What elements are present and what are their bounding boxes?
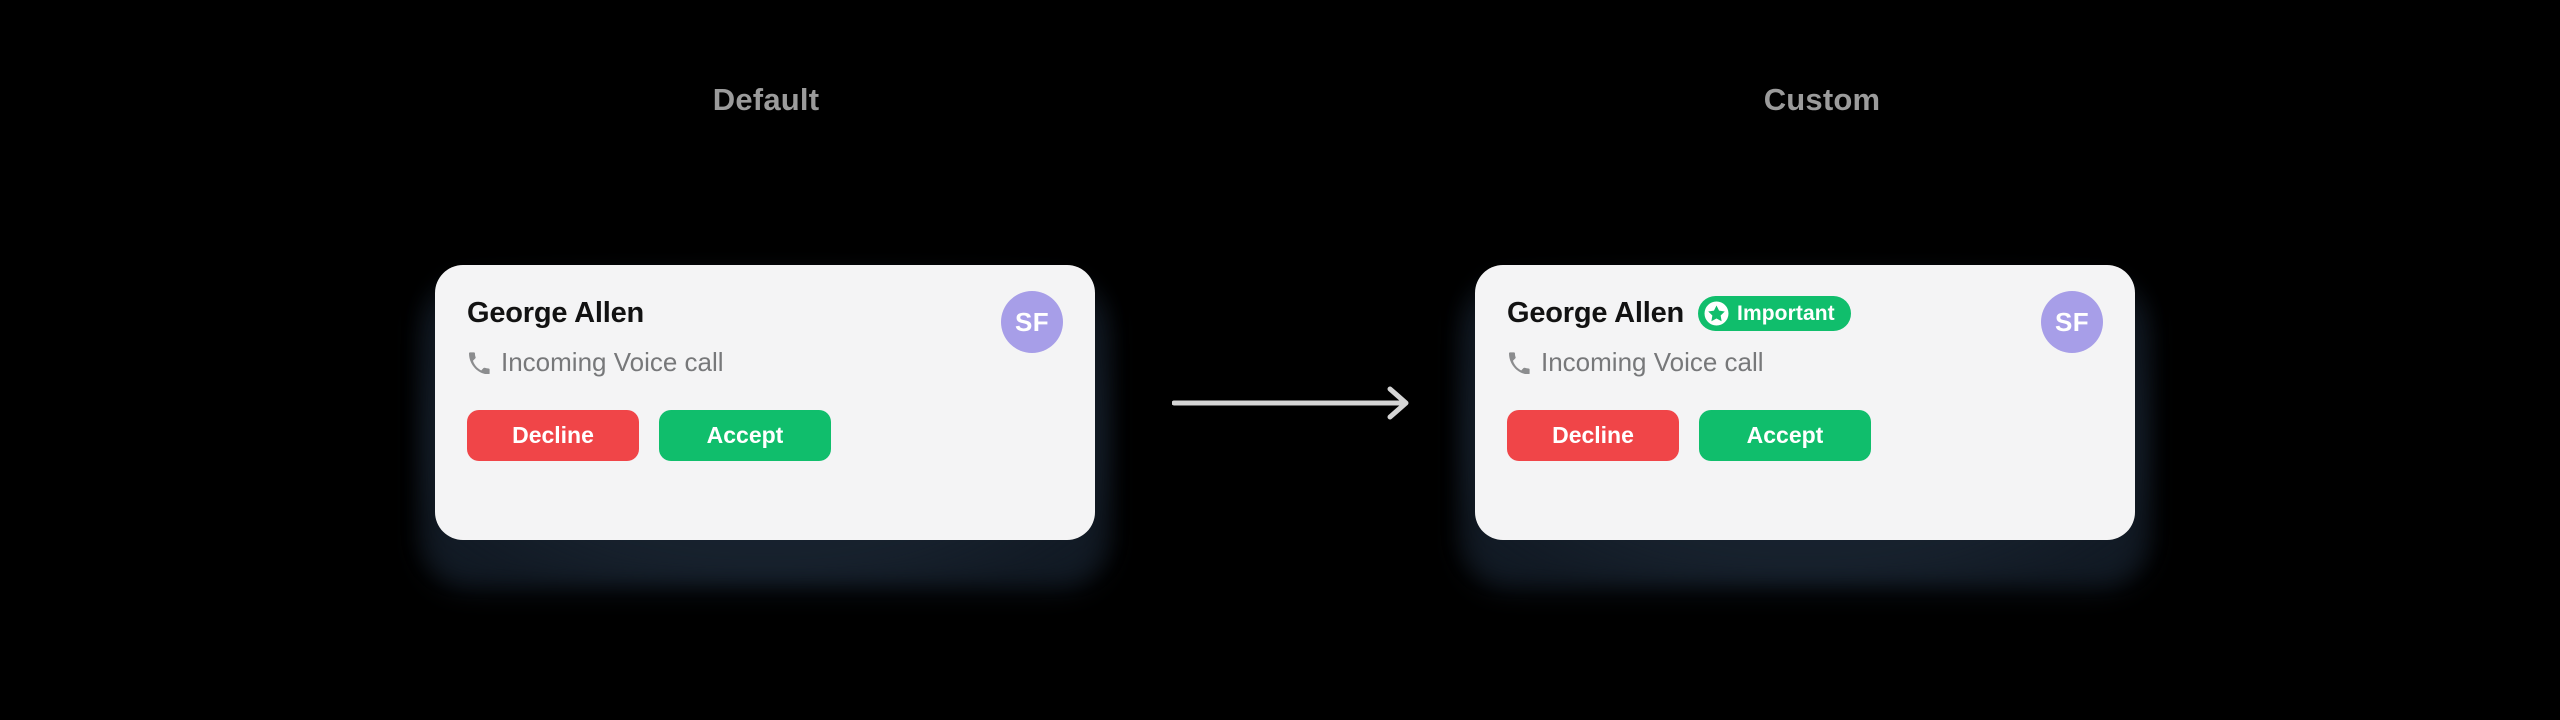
- avatar: SF: [2041, 291, 2103, 353]
- call-status-row: Incoming Voice call: [467, 346, 1063, 378]
- caller-name: George Allen: [1507, 296, 1685, 329]
- custom-card-wrapper: George Allen Important Incoming Voice ca…: [1461, 265, 2149, 587]
- accept-button[interactable]: Accept: [659, 410, 831, 461]
- avatar: SF: [1001, 291, 1063, 353]
- caller-name-row: George Allen Important: [1507, 293, 2103, 333]
- status-badge[interactable]: Important: [1698, 295, 1851, 331]
- incoming-call-card-custom[interactable]: George Allen Important Incoming Voice ca…: [1475, 265, 2135, 540]
- caller-name: George Allen: [467, 296, 645, 329]
- call-status-text: Incoming Voice call: [501, 347, 724, 377]
- decline-button[interactable]: Decline: [467, 410, 639, 461]
- avatar-initials: SF: [1014, 306, 1050, 337]
- card-header: George Allen Important Incoming Voice ca…: [1507, 291, 2103, 385]
- call-status-row: Incoming Voice call: [1507, 346, 2103, 378]
- avatar-initials: SF: [2054, 306, 2090, 337]
- default-card-wrapper: George Allen Incoming Voice call SF Decl…: [421, 265, 1109, 587]
- decline-button[interactable]: Decline: [1507, 410, 1679, 461]
- caller-name-row: George Allen: [467, 293, 1063, 333]
- section-caption-default: Default: [712, 82, 820, 117]
- section-caption-custom: Custom: [1763, 82, 1881, 117]
- accept-button[interactable]: Accept: [1699, 410, 1871, 461]
- phone-icon: [469, 351, 490, 374]
- star-circle-icon: [1704, 301, 1729, 325]
- status-badge-label: Important: [1737, 301, 1835, 325]
- call-actions: Decline Accept: [1507, 410, 2103, 461]
- incoming-call-card-default[interactable]: George Allen Incoming Voice call SF Decl…: [435, 265, 1095, 540]
- call-actions: Decline Accept: [467, 410, 1063, 461]
- arrow-right-icon: [1172, 386, 1409, 420]
- card-header: George Allen Incoming Voice call SF: [467, 291, 1063, 385]
- call-status-text: Incoming Voice call: [1541, 347, 1764, 377]
- phone-icon: [1509, 351, 1530, 374]
